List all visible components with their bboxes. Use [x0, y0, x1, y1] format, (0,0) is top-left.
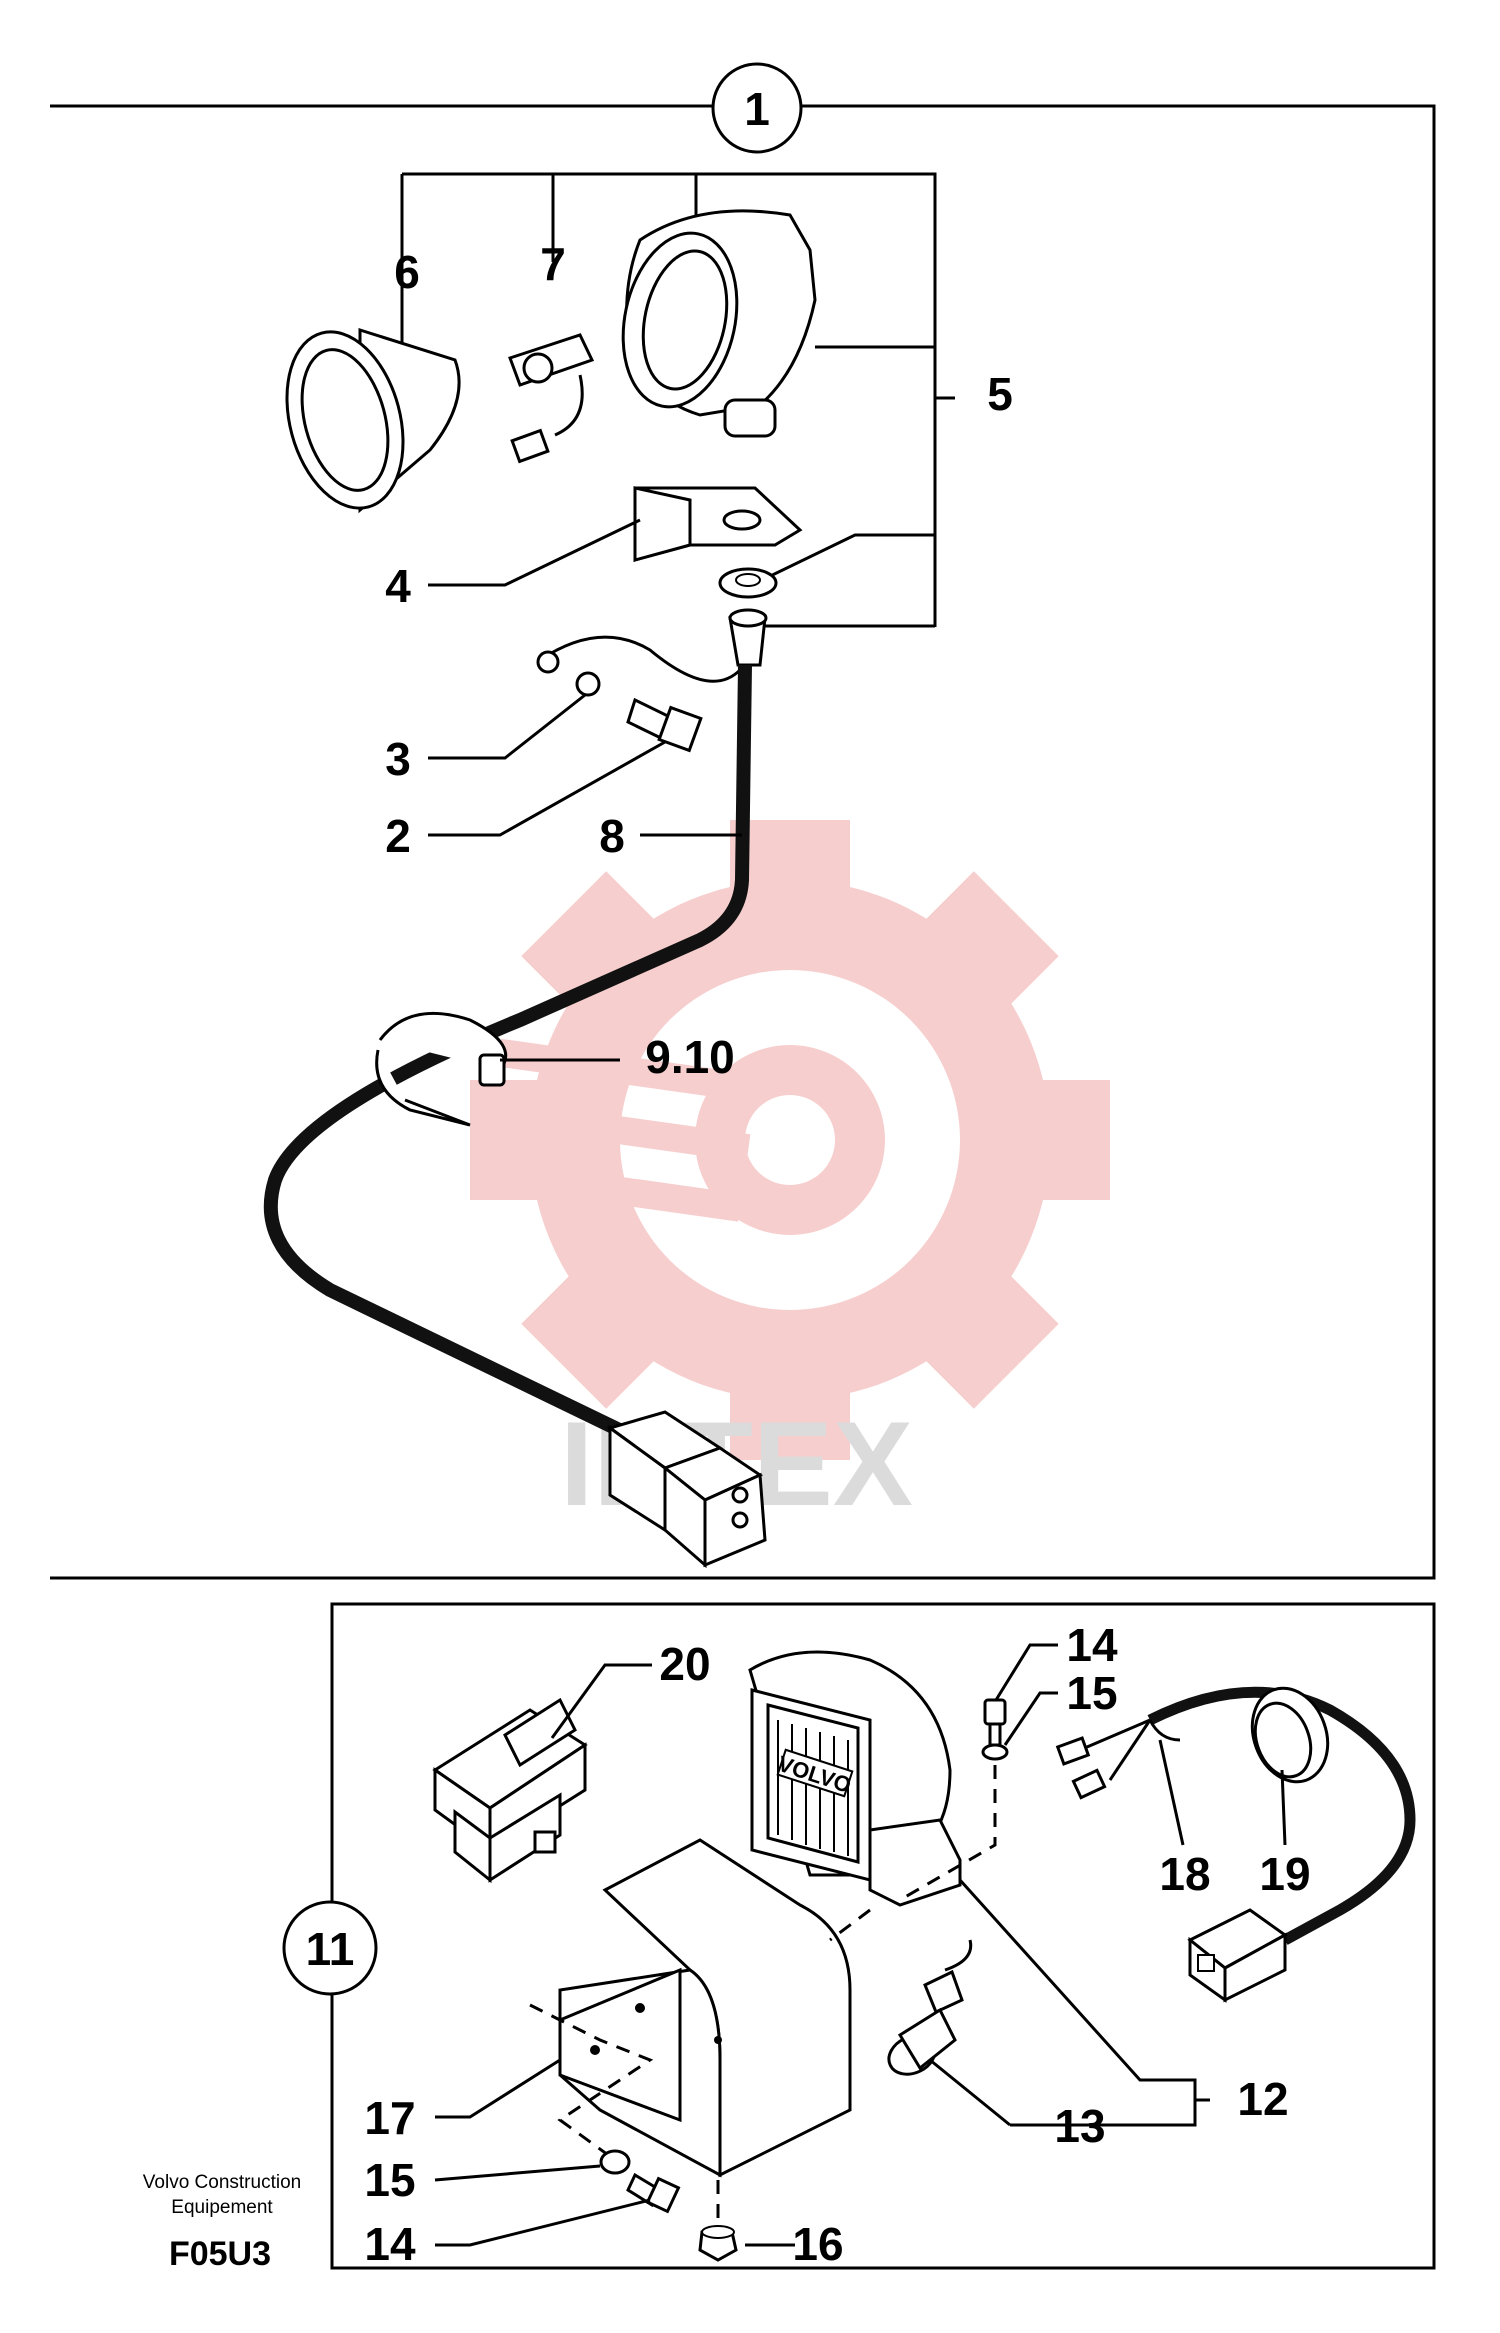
washer-top	[981, 1743, 1009, 1761]
rocker-switch	[432, 1697, 588, 1884]
panel-1-border	[50, 104, 1436, 1580]
callout-15-top: 15	[1066, 1667, 1117, 1719]
leader-13	[929, 2058, 1130, 2127]
callout-12: 12	[1237, 2073, 1288, 2125]
leader-14-top	[994, 1643, 1058, 1701]
gear-icon	[470, 820, 1110, 1460]
manufacturer-line-2: Equipement	[171, 2197, 273, 2218]
panel-1: 1	[50, 62, 1436, 1580]
washer	[575, 671, 601, 697]
harness	[1147, 1686, 1416, 1945]
harness-connector	[1187, 1908, 1288, 2003]
callout-19: 19	[1259, 1848, 1310, 1900]
headlamp-housing	[621, 209, 817, 438]
mounting-bracket	[633, 486, 803, 562]
lamp-bracket	[558, 1838, 852, 2178]
bulb-13	[887, 1939, 973, 2076]
cable-tie	[375, 1011, 508, 1127]
callout-9-10: 9.10	[645, 1031, 735, 1083]
dash-bracket	[829, 1908, 871, 1942]
lamp-stem	[728, 608, 768, 667]
lamp-lens	[285, 327, 461, 514]
leader-19	[1280, 1769, 1287, 1846]
dash-bolt	[529, 2003, 654, 2162]
leader-14-bottom	[435, 2198, 651, 2247]
harness-wires	[1079, 1718, 1181, 1781]
ground-ring	[536, 650, 560, 674]
leader-15-bottom	[434, 2164, 601, 2182]
leader-18	[1158, 1739, 1185, 1846]
leader-15-top	[1003, 1691, 1058, 1746]
work-lamp: VOLVO	[748, 1650, 962, 1907]
callout-17: 17	[364, 2092, 415, 2144]
bracket-top	[400, 172, 937, 627]
leader-3	[428, 693, 586, 760]
harness-terminal-2	[1071, 1768, 1107, 1800]
leader-2	[428, 740, 666, 837]
callout-3: 3	[385, 733, 411, 785]
cable	[263, 664, 752, 1447]
callout-18: 18	[1159, 1848, 1210, 1900]
nut-bottom	[698, 2225, 738, 2262]
screw	[626, 697, 703, 753]
callout-14-top: 14	[1066, 1619, 1118, 1671]
leader-17	[435, 2058, 561, 2119]
leader-4	[428, 518, 641, 587]
bolt-top	[983, 1698, 1007, 1747]
leader-12	[958, 1878, 1210, 2127]
callout-4: 4	[385, 560, 411, 612]
callout-14-bottom: 14	[364, 2218, 416, 2270]
callout-15-bottom: 15	[364, 2154, 415, 2206]
bolt-bottom	[626, 2172, 681, 2214]
manufacturer-line-1: Volvo Construction	[143, 2172, 301, 2193]
nut	[718, 567, 778, 599]
panel-11-ref-label: 11	[306, 1923, 355, 1975]
watermark: IИTEX	[470, 820, 1110, 1531]
panel-1-ref-label: 1	[744, 83, 770, 135]
dash-lamp	[899, 1765, 997, 1902]
callout-2: 2	[385, 810, 411, 862]
callout-6: 6	[394, 246, 420, 298]
ground-wire	[539, 635, 742, 683]
callout-5: 5	[987, 368, 1013, 420]
callout-16: 16	[792, 2218, 843, 2270]
callout-8: 8	[599, 810, 625, 862]
panel-1-ref-circle	[711, 62, 803, 154]
grommet	[1250, 1686, 1330, 1784]
bracket-5	[761, 345, 955, 628]
callout-7: 7	[540, 238, 566, 290]
figure-code: F05U3	[169, 2235, 271, 2273]
connector	[606, 1410, 767, 1569]
washer-bottom	[599, 2149, 631, 2175]
bulb	[508, 333, 595, 464]
callout-20: 20	[659, 1638, 710, 1690]
harness-terminal-1	[1055, 1736, 1091, 1766]
panel-11: 11 VOLVO	[282, 1602, 1436, 2270]
callout-13: 13	[1054, 2100, 1105, 2152]
leader-20	[550, 1663, 652, 1739]
panel-11-ref-circle	[282, 1900, 378, 1996]
